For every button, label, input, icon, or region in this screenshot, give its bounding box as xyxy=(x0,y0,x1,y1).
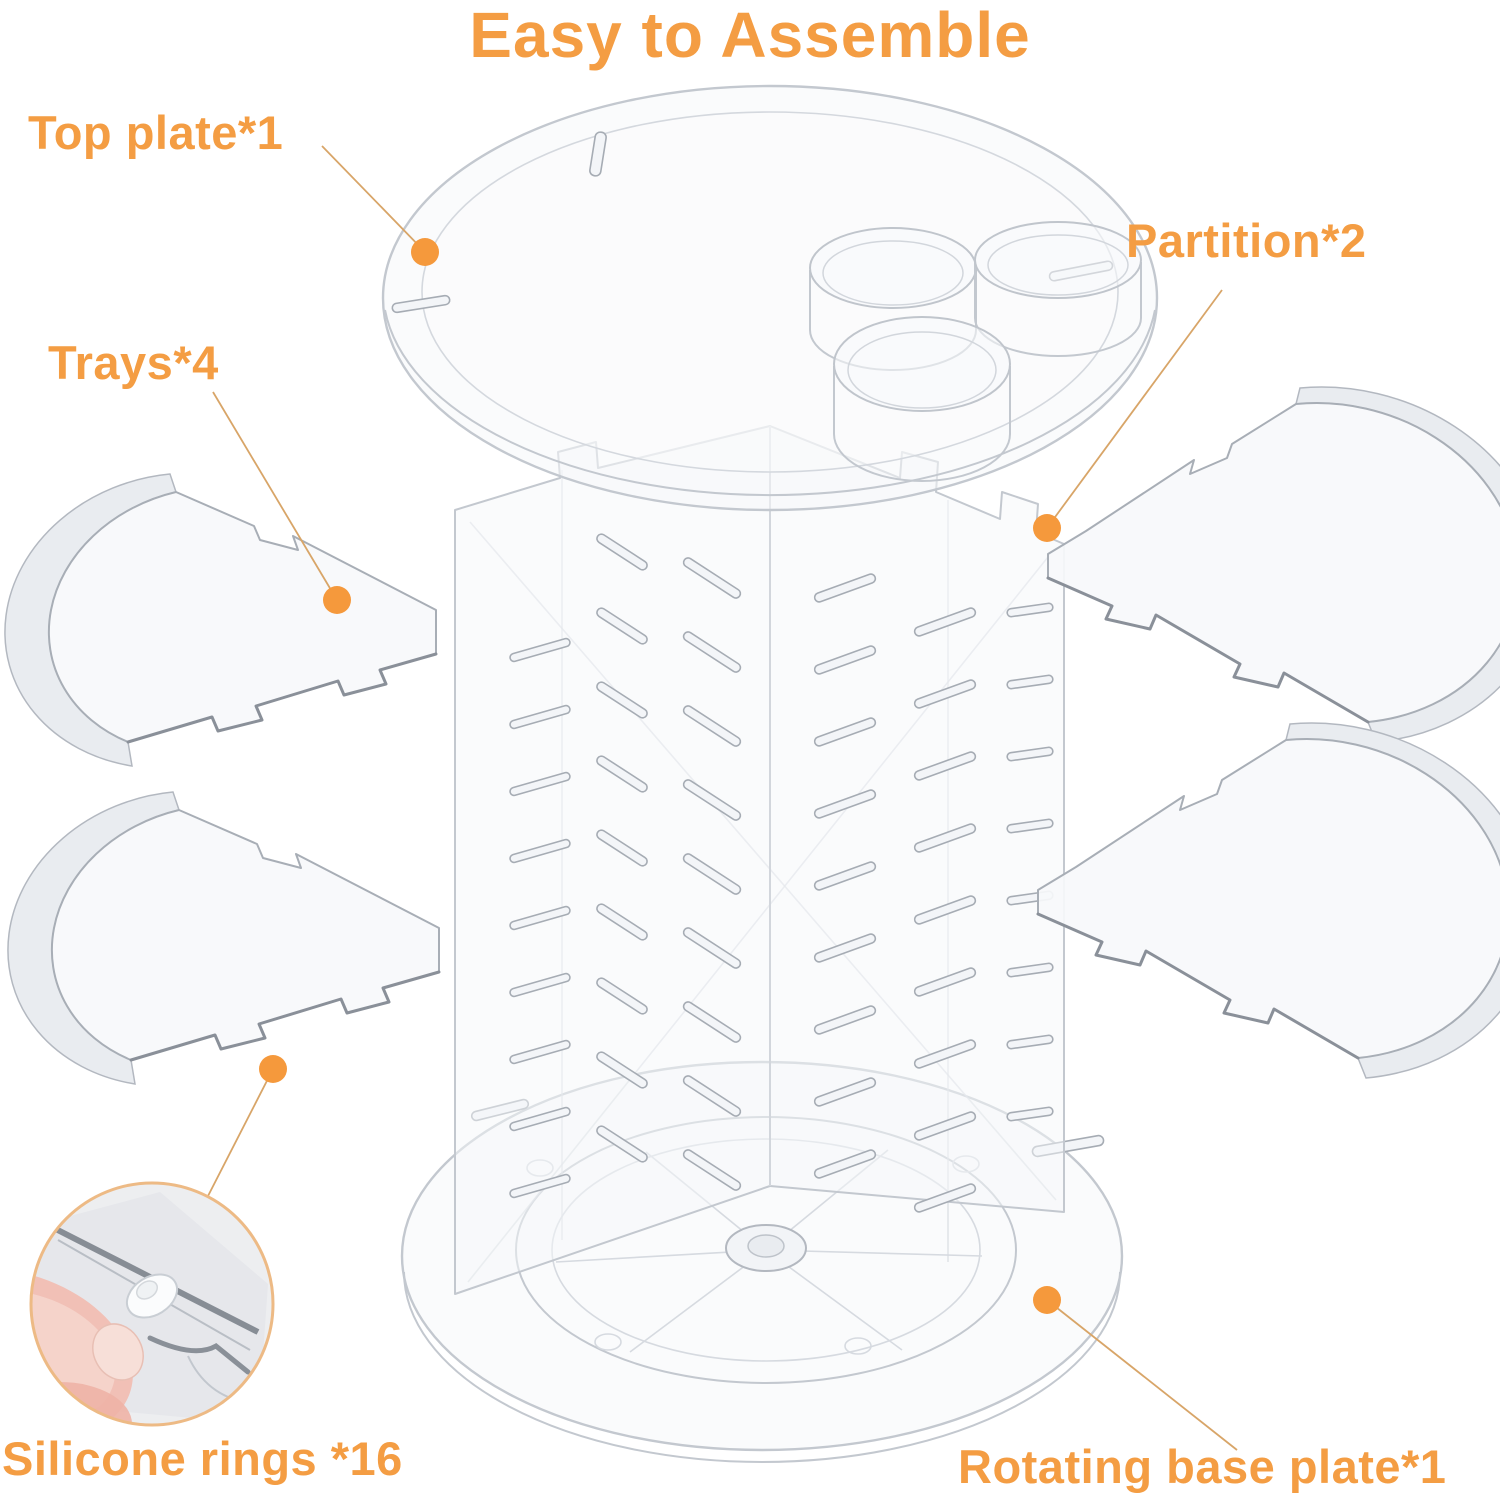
label-top-plate: Top plate*1 xyxy=(28,106,284,159)
silicone-ring-inset-photo xyxy=(29,1181,275,1427)
callout-line-rotating-base xyxy=(1046,1299,1238,1451)
tray-upper-left xyxy=(4,473,438,767)
callout-dot-partition xyxy=(1033,514,1061,542)
partition-slots-right xyxy=(813,573,1054,1213)
label-trays: Trays*4 xyxy=(48,336,219,389)
callout-dot-trays xyxy=(323,586,351,614)
partition-slots-left xyxy=(509,533,742,1199)
label-silicone-rings: Silicone rings *16 xyxy=(2,1432,403,1485)
callout-line-top-plate xyxy=(321,145,426,253)
callout-line-partition xyxy=(1046,289,1223,529)
callouts xyxy=(207,145,1238,1451)
tray-upper-right xyxy=(1046,386,1500,743)
tray-lower-left xyxy=(6,790,441,1086)
fingernail xyxy=(92,1323,144,1381)
callout-dot-top-plate xyxy=(411,238,439,266)
inset-border xyxy=(29,1181,275,1427)
label-partition: Partition*2 xyxy=(1126,214,1367,267)
silicone-ring xyxy=(125,1273,179,1319)
callout-line-silicone-rings xyxy=(207,1068,274,1197)
tray-lower-right xyxy=(1036,721,1500,1080)
page-title: Easy to Assemble xyxy=(469,0,1031,71)
callout-line-trays xyxy=(212,391,338,601)
partitions xyxy=(454,425,1065,1295)
partition-left-panel xyxy=(454,425,771,1295)
callout-dot-rotating-base xyxy=(1033,1286,1061,1314)
cup-holders xyxy=(809,221,1142,482)
cup-front xyxy=(833,316,1011,482)
callout-dot-silicone-rings xyxy=(259,1055,287,1083)
partition-right-panel xyxy=(769,425,1065,1213)
label-rotating-base: Rotating base plate*1 xyxy=(958,1440,1447,1493)
